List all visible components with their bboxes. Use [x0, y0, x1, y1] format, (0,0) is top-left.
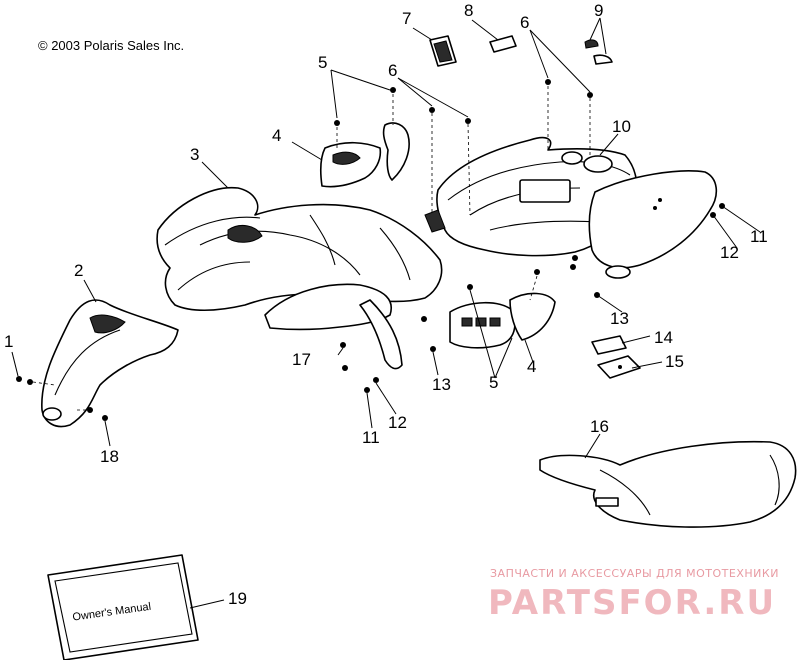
callout-13-lower: 13 [432, 375, 451, 394]
callout-12-right: 12 [720, 243, 739, 262]
callout-5-upper: 5 [318, 53, 327, 72]
callout-13-right: 13 [610, 309, 629, 328]
callout-14: 14 [654, 328, 673, 347]
callout-7: 7 [402, 9, 411, 28]
part-small-pads [429, 35, 613, 67]
watermark: ЗАПЧАСТИ И АКСЕССУАРЫ ДЛЯ МОТОТЕХНИКИ PA… [488, 567, 779, 623]
watermark-tagline: ЗАПЧАСТИ И АКСЕССУАРЫ ДЛЯ МОТОТЕХНИКИ [490, 567, 779, 580]
part-front-body [156, 186, 443, 311]
callout-15: 15 [665, 352, 684, 371]
leader-lines [11, 17, 761, 609]
callout-3: 3 [190, 145, 199, 164]
part-front-nose [41, 299, 179, 428]
callout-10: 10 [612, 117, 631, 136]
part-plates [591, 335, 641, 379]
owners-manual: Owner's Manual [47, 554, 199, 660]
callout-2: 2 [74, 261, 83, 280]
part-rear-side-fender [588, 170, 718, 279]
callout-1: 1 [4, 332, 13, 351]
callouts: 1 2 3 4 4 5 5 6 6 7 8 9 10 11 11 12 12 1… [4, 1, 768, 608]
part-seat [539, 440, 797, 528]
part-side-panel-upper [319, 141, 382, 188]
callout-16: 16 [590, 417, 609, 436]
callout-12-lower: 12 [388, 413, 407, 432]
part-bracket-upper [382, 122, 410, 181]
part-side-panel-lower [449, 292, 556, 349]
callout-11-right: 11 [750, 227, 768, 246]
callout-6-right: 6 [520, 13, 529, 32]
callout-9: 9 [594, 1, 603, 20]
guide-lines [32, 86, 591, 411]
callout-11-lower: 11 [362, 428, 380, 447]
copyright-text: © 2003 Polaris Sales Inc. [38, 38, 184, 53]
part-front-fender-lower [264, 283, 403, 370]
watermark-brand: PARTSFOR.RU [488, 583, 776, 623]
callout-17: 17 [292, 350, 311, 369]
callout-19: 19 [228, 589, 247, 608]
part-rear-fender [424, 136, 638, 257]
callout-8: 8 [464, 1, 473, 20]
callout-6-left: 6 [388, 61, 397, 80]
callout-18: 18 [100, 447, 119, 466]
callout-5-lower: 5 [489, 373, 498, 392]
callout-4-upper: 4 [272, 126, 281, 145]
callout-4-lower: 4 [527, 357, 536, 376]
